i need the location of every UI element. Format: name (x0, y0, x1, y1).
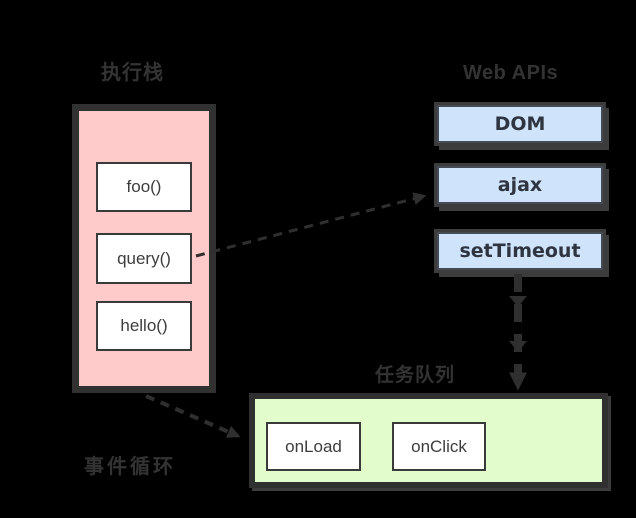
task-queue-container: onLoad onClick (249, 393, 608, 488)
connector-stack-to-queue (145, 394, 241, 438)
queue-item-onload: onLoad (266, 422, 361, 471)
execution-stack-container: foo() query() hello() (72, 104, 216, 393)
event-loop-title: 事件循环 (84, 456, 176, 478)
queue-item-onclick: onClick (392, 422, 486, 471)
task-queue-title: 任务队列 (375, 365, 456, 386)
connector-settimeout-chevron (509, 341, 527, 352)
web-api-box-settimeout: setTimeout (437, 232, 603, 270)
stack-frame-foo: foo() (96, 162, 192, 212)
stack-frame-hello: hello() (96, 301, 192, 351)
web-api-box-ajax: ajax (437, 166, 603, 204)
web-apis-title: Web APIs (463, 62, 559, 84)
execution-stack-title: 执行栈 (101, 62, 164, 84)
web-api-box-dom: DOM (437, 105, 603, 143)
connector-settimeout-chevron (509, 296, 527, 307)
connector-query-to-ajax (195, 192, 427, 258)
stack-frame-query: query() (96, 233, 192, 284)
